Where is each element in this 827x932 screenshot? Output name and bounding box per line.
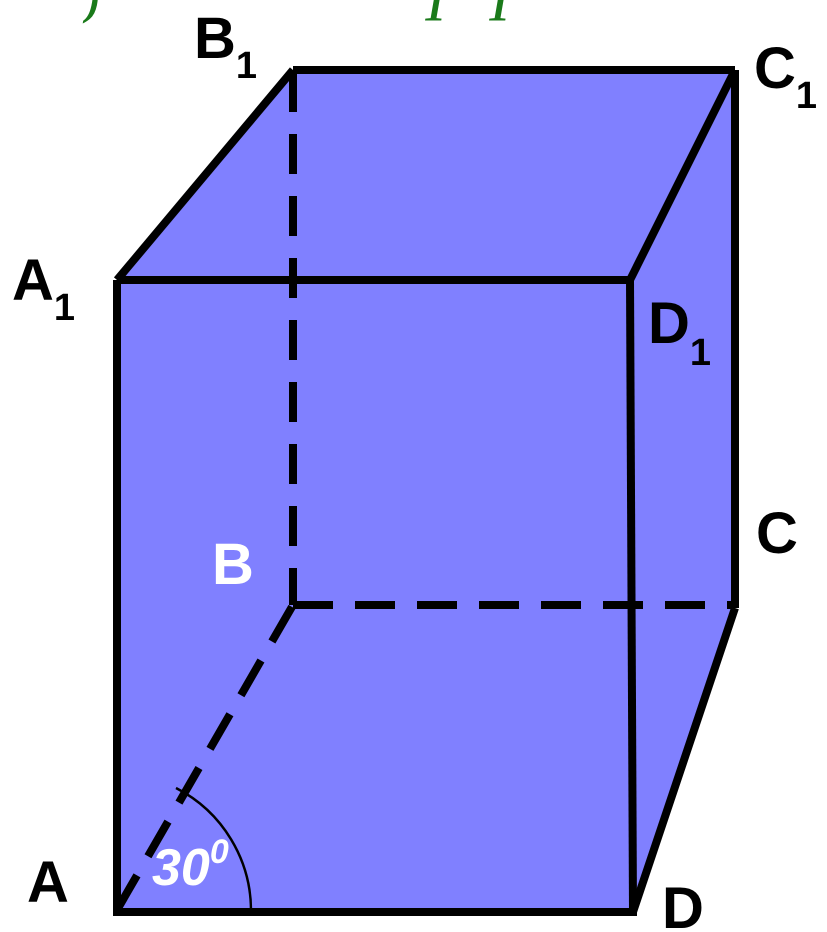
angle-arc (175, 786, 253, 913)
vertex-label-b1: B1 (194, 6, 257, 87)
header-fragment-left: ) (82, 0, 101, 24)
face-right (630, 70, 735, 912)
edge-d-d1 (626, 279, 637, 913)
vertex-label-d1: D1 (648, 291, 711, 374)
vertex-label-c1: C1 (754, 36, 817, 117)
vertex-label-a1: A1 (12, 248, 75, 329)
vertex-label-b: B (212, 532, 254, 597)
angle-value: 30 (152, 839, 210, 897)
edge-a1-b1 (113, 67, 297, 283)
face-front (117, 280, 633, 912)
edge-c-d (629, 606, 739, 914)
header-fragment-right-b: 1 (488, 0, 510, 30)
visible-edges (113, 66, 739, 916)
angle-degree-sup: 0 (210, 833, 229, 871)
vertex-label-a: A (27, 850, 69, 915)
angle-label: 300 (152, 833, 229, 897)
vertex-label-d: D (662, 876, 704, 932)
edge-c1-d1 (626, 68, 739, 282)
face-top (117, 70, 735, 280)
header-fragment-right-a: 1 (424, 0, 446, 30)
vertex-label-c: C (756, 501, 798, 566)
hidden-edges (113, 72, 735, 912)
